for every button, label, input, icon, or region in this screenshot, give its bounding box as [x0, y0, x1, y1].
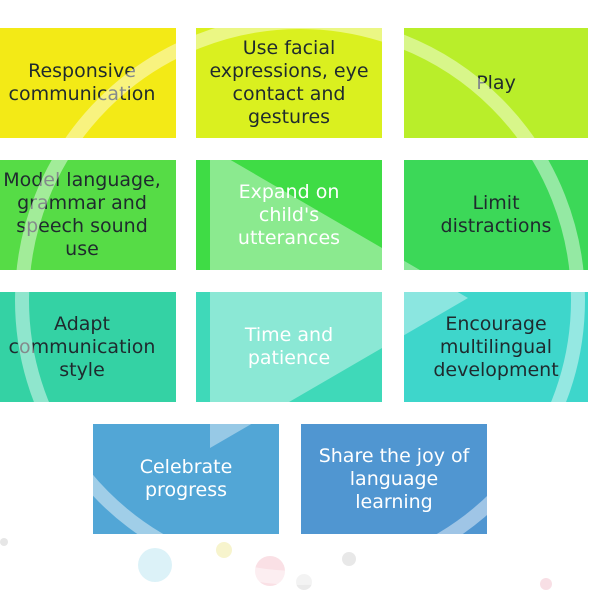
decorative-dot — [296, 574, 312, 590]
tile-limit-distractions: Limit distractions — [404, 160, 588, 270]
tile-model-language: Model language, grammar and speech sound… — [0, 160, 176, 270]
tile-play: Play — [404, 28, 588, 138]
tile-expand-utterances: Expand on child's utterances — [196, 160, 382, 270]
tile-label: Adapt communication style — [8, 312, 156, 381]
decorative-dot — [138, 548, 172, 582]
tile-facial-expressions: Use facial expressions, eye contact and … — [196, 28, 382, 138]
tile-responsive-communication: Responsive communication — [0, 28, 176, 138]
tile-share-joy: Share the joy of language learning — [301, 424, 487, 534]
decorative-dot — [255, 556, 285, 586]
tile-label: Expand on child's utterances — [237, 180, 341, 249]
tile-label: Limit distractions — [440, 192, 552, 237]
tile-label: Use facial expressions, eye contact and … — [209, 37, 369, 128]
tile-label: Encourage multilingual development — [433, 312, 559, 381]
tile-label: Model language, grammar and speech sound… — [3, 169, 161, 260]
tile-label: Celebrate progress — [139, 456, 233, 501]
tile-adapt-communication: Adapt communication style — [0, 292, 176, 402]
tile-label: Time and patience — [244, 324, 334, 369]
tile-label: Play — [476, 71, 516, 94]
tile-label: Responsive communication — [8, 60, 156, 105]
decorative-dot — [342, 552, 356, 566]
decorative-dot — [216, 542, 232, 558]
decorative-dot — [540, 578, 552, 590]
tile-multilingual-development: Encourage multilingual development — [404, 292, 588, 402]
tile-time-patience: Time and patience — [196, 292, 382, 402]
decorative-dot — [0, 538, 8, 546]
tile-label: Share the joy of language learning — [318, 444, 470, 513]
tile-celebrate-progress: Celebrate progress — [93, 424, 279, 534]
